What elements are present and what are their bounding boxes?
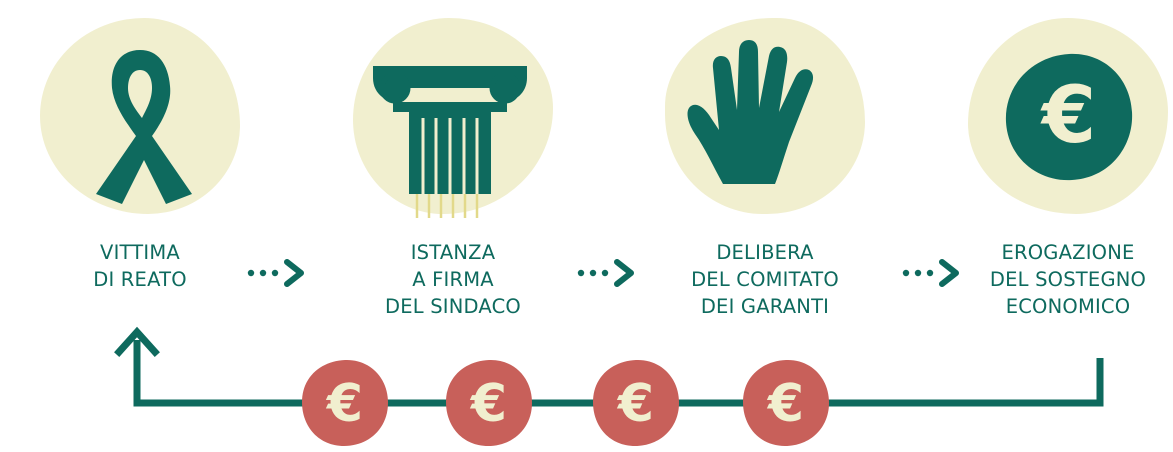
step-label-line: A FIRMA <box>412 268 494 291</box>
euro-symbol: € <box>767 374 804 434</box>
ionic-column-icon <box>373 66 527 218</box>
flow-arrow <box>902 259 959 287</box>
step-label: ISTANZA A FIRMA DEL SINDACO <box>333 239 573 320</box>
hand-icon <box>687 40 814 184</box>
step-label-line: DEL COMITATO <box>691 268 839 291</box>
step-label-line: DELIBERA <box>716 241 814 264</box>
euro-coin-icon: € <box>743 359 829 446</box>
euro-coin-icon: € <box>593 359 679 446</box>
euro-symbol: € <box>470 374 507 434</box>
step-label-line: DI REATO <box>93 268 187 291</box>
euro-symbol: € <box>1040 71 1096 161</box>
euro-coin-icon: € <box>1005 53 1133 181</box>
step-label-line: DEL SINDACO <box>385 295 521 318</box>
step-label-line: DEI GARANTI <box>700 295 830 318</box>
step-label-line: ECONOMICO <box>1005 295 1131 318</box>
step-label: VITTIMA DI REATO <box>20 239 260 293</box>
flow-arrow <box>577 259 634 287</box>
euro-coin-icon: € <box>302 359 388 446</box>
step-label: DELIBERA DEL COMITATO DEI GARANTI <box>645 239 885 320</box>
step-label-line: EROGAZIONE <box>1001 241 1135 264</box>
step-label-line: VITTIMA <box>100 241 180 264</box>
euro-symbol: € <box>617 374 654 434</box>
ribbon-icon <box>96 50 192 204</box>
step-label-line: DEL SOSTEGNO <box>989 268 1147 291</box>
step-label: EROGAZIONE DEL SOSTEGNO ECONOMICO <box>948 239 1173 320</box>
flow-arrow <box>247 259 304 287</box>
step-label-line: ISTANZA <box>410 241 496 264</box>
euro-symbol: € <box>326 374 363 434</box>
euro-coin-icon: € <box>446 359 532 446</box>
